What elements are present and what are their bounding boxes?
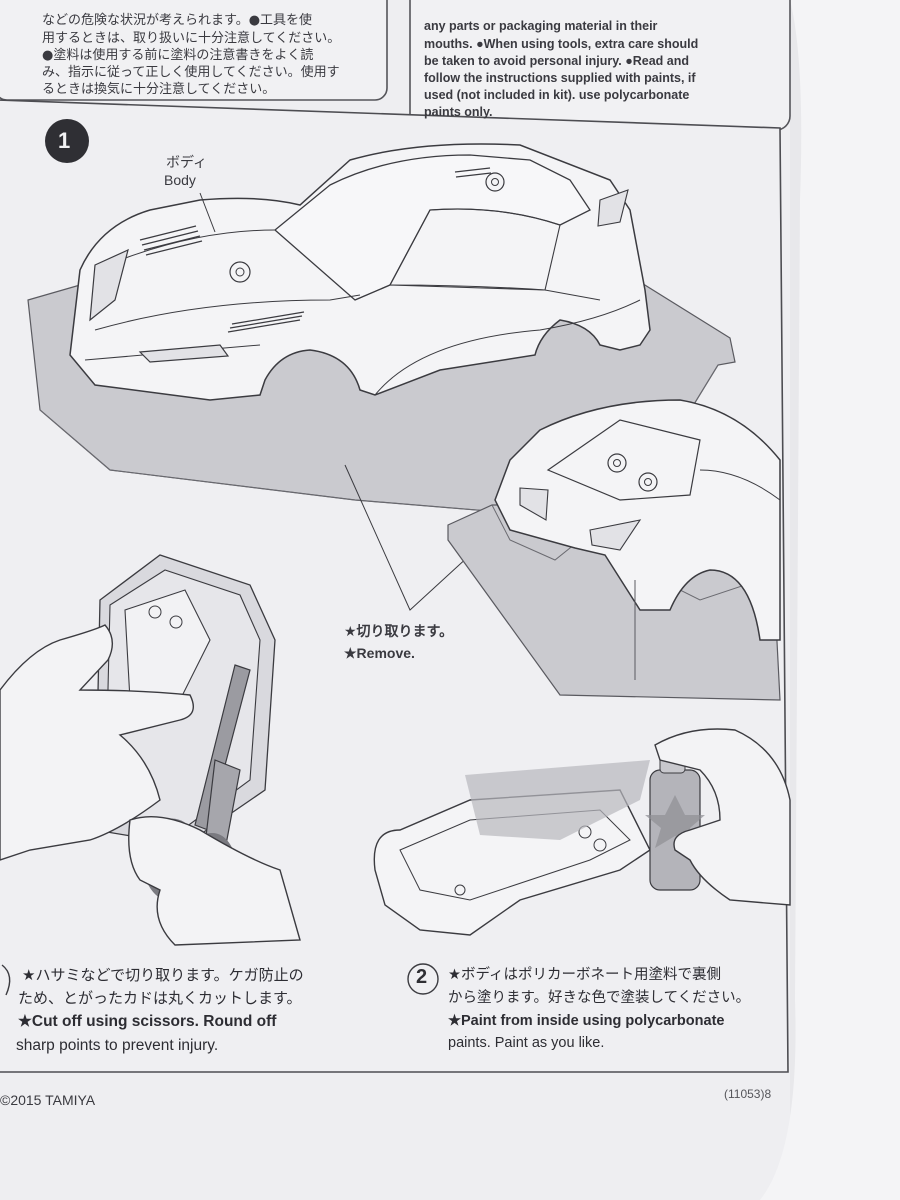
- caption-cut-en: ★Cut off using scissors. Round off: [18, 1013, 277, 1030]
- caption-paint-jp: ★ボディはポリカーボネート用塗料で裏側: [448, 967, 721, 983]
- warning-jp-line: 用するときは、取り扱いに十分注意してください。: [42, 31, 341, 46]
- caption-cut-en: sharp points to prevent injury.: [16, 1037, 219, 1054]
- product-code: (11053)8: [724, 1087, 772, 1101]
- caption-paint-en: paints. Paint as you like.: [448, 1035, 605, 1051]
- body-label-en: Body: [164, 172, 196, 188]
- caption-paint-jp: から塗ります。好きな色で塗装してください。: [448, 990, 751, 1006]
- step1-circle: [45, 119, 89, 163]
- warning-jp-line: るときは換気に十分注意してください。: [42, 82, 276, 97]
- remove-label-en: ★Remove.: [344, 645, 415, 661]
- copyright-text: ©2015 TAMIYA: [0, 1092, 96, 1108]
- warning-en-line: paints only.: [424, 105, 493, 119]
- rear-body-illustration: [447, 399, 781, 701]
- caption-cut-jp: ため、とがったカドは丸くカットします。: [18, 989, 302, 1007]
- spray-paint-illustration: [373, 728, 791, 936]
- warning-en-line: be taken to avoid personal injury. ●Read…: [424, 54, 690, 68]
- car-body-illustration: [27, 143, 736, 523]
- warning-en-line: follow the instructions supplied with pa…: [424, 71, 696, 85]
- step2-number: 2: [416, 966, 428, 988]
- body-label-jp: ボディ: [166, 155, 208, 171]
- remove-label-jp: ★切り取ります。: [344, 624, 454, 640]
- step1-number: 1: [58, 128, 71, 153]
- warning-en-line: used (not included in kit). use polycarb…: [424, 88, 690, 102]
- warning-en-line: any parts or packaging material in their: [424, 19, 658, 33]
- scissors-cut-illustration: [0, 554, 301, 946]
- caption-paint-en: ★Paint from inside using polycarbonate: [448, 1013, 725, 1029]
- warning-en-line: mouths. ●When using tools, extra care sh…: [424, 37, 699, 51]
- warning-jp-line: ●塗料は使用する前に塗料の注意書きをよく読: [42, 48, 314, 63]
- warning-jp-line: み、指示に従って正しく使用してください。使用す: [42, 65, 340, 80]
- warning-jp-line: などの危険な状況が考えられます。●工具を使: [42, 13, 313, 28]
- step2-circle: [407, 963, 439, 995]
- caption-cut-jp: ★ハサミなどで切り取ります。ケガ防止の: [22, 966, 304, 984]
